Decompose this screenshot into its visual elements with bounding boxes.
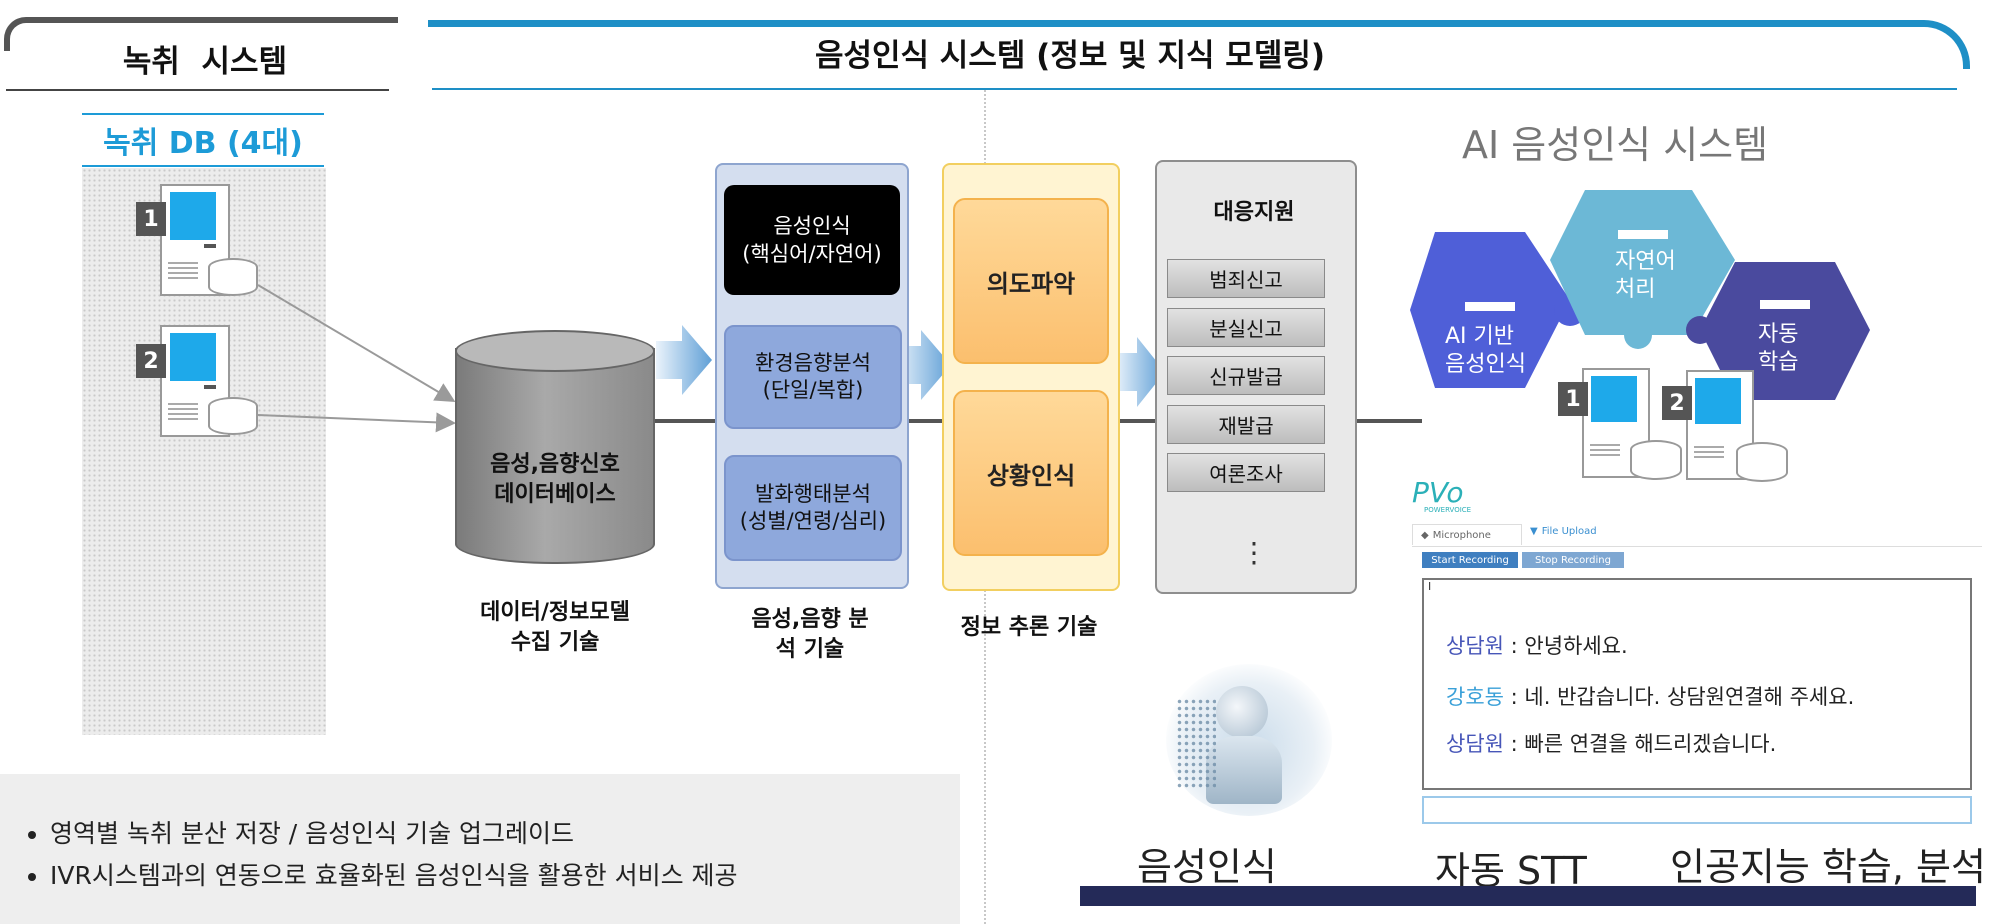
ai-puzzle-graphic	[1410, 190, 1870, 400]
ai-piece-nlp-line2: 처리	[1615, 277, 1656, 302]
stt-dialog-text-3: : 빠른 연결을 해드리겠습니다.	[1503, 732, 1777, 756]
stt-start-button[interactable]: Start Recording	[1422, 552, 1518, 568]
stt-tab-microphone[interactable]: ◆ Microphone	[1412, 524, 1522, 545]
response-title: 대응지원	[1213, 200, 1295, 226]
inference-caption: 정보 추론 기술	[960, 615, 1098, 641]
bottom-note-item-1: 영역별 녹취 분산 저장 / 음성인식 기술 업그레이드	[50, 814, 960, 850]
stt-logo-sub: POWERVOICE	[1424, 506, 1472, 514]
ai-piece-speech-line2: 음성인식	[1445, 352, 1526, 377]
stt-dialog-speaker-3: 상담원	[1446, 732, 1504, 756]
bottom-bar	[1080, 886, 1976, 906]
inference-box-context: 상황인식	[953, 390, 1109, 556]
recording-server-1-badge: 1	[136, 202, 166, 236]
response-item-survey: 여론조사	[1167, 453, 1325, 492]
analysis-caption-2: 석 기술	[775, 637, 845, 663]
inference-box-intent: 의도파악	[953, 198, 1109, 364]
right-header-title: 음성인식 시스템 (정보 및 지식 모델링)	[814, 37, 1326, 74]
bottom-note-list: 영역별 녹취 분산 저장 / 음성인식 기술 업그레이드 IVR시스템과의 연동…	[30, 814, 960, 892]
recording-server-1	[160, 184, 260, 296]
ai-piece-learning-line2: 학습	[1758, 350, 1799, 375]
analysis-box-behavior-line2: (성별/연령/심리)	[739, 509, 887, 533]
ai-server-2-badge: 2	[1662, 386, 1692, 420]
analysis-box-behavior-line1: 발화행태분석	[755, 481, 871, 506]
stt-dialog-line-2: 강호동 : 네. 반갑습니다. 상담원연결해 주세요.	[1446, 681, 1854, 711]
analysis-box-speech-line1: 음성인식	[773, 213, 851, 238]
bottom-note-item-2: IVR시스템과의 연동으로 효율화된 음성인식을 활용한 서비스 제공	[50, 856, 960, 892]
stt-stop-button[interactable]: Stop Recording	[1522, 552, 1624, 568]
stt-dialog-speaker-1: 상담원	[1446, 634, 1504, 658]
stt-tab-bar	[1412, 522, 1982, 547]
stt-dialog-line-3: 상담원 : 빠른 연결을 해드리겠습니다.	[1446, 728, 1776, 758]
upload-icon: ▼	[1530, 526, 1538, 537]
left-header-title: 녹취 시스템	[122, 43, 288, 80]
ai-server-1-badge: 1	[1558, 382, 1588, 416]
recording-db-title: 녹취 DB (4대)	[82, 113, 324, 167]
left-header-underline	[6, 89, 389, 91]
flow-arrow-2	[895, 330, 951, 400]
stt-dialog-speaker-2: 강호동	[1446, 685, 1504, 709]
left-header-bracket	[4, 17, 398, 51]
ai-piece-learning-line1: 자동	[1758, 322, 1799, 347]
voice-recognition-image	[1166, 664, 1332, 816]
ai-server-1	[1582, 368, 1682, 480]
database-caption-1: 데이터/정보모델	[480, 600, 630, 626]
analysis-box-acoustic-line1: 환경음향분석	[755, 350, 871, 375]
stt-cursor: I	[1428, 580, 1432, 593]
recording-server-2	[160, 325, 260, 437]
stt-input-field[interactable]	[1422, 796, 1972, 824]
ai-piece-nlp-line1: 자연어	[1615, 249, 1676, 274]
analysis-caption-1: 음성,음향 분	[751, 607, 869, 633]
ai-piece-speech-line1: AI 기반	[1445, 324, 1515, 349]
bottom-note-panel: 영역별 녹취 분산 저장 / 음성인식 기술 업그레이드 IVR시스템과의 연동…	[0, 774, 960, 924]
database-cylinder	[455, 330, 655, 580]
ai-server-2	[1686, 370, 1788, 482]
response-item-lost: 분실신고	[1167, 308, 1325, 347]
response-item-reissue: 재발급	[1167, 405, 1325, 444]
stt-dialog-line-1: 상담원 : 안녕하세요.	[1446, 630, 1628, 660]
stt-logo: PVo	[1412, 476, 1464, 509]
analysis-box-speech-line2: (핵심어/자연어)	[742, 242, 882, 266]
response-more-icon: ⋮	[1240, 535, 1268, 569]
analysis-box-acoustic: 환경음향분석 (단일/복합)	[724, 325, 902, 429]
stt-transcript-box	[1422, 578, 1972, 790]
stt-dialog-text-1: : 안녕하세요.	[1503, 634, 1628, 658]
response-item-new-issue: 신규발급	[1167, 356, 1325, 395]
stt-dialog-text-2: : 네. 반갑습니다. 상담원연결해 주세요.	[1503, 685, 1855, 709]
response-item-crime: 범죄신고	[1167, 259, 1325, 298]
stt-tab-microphone-label: Microphone	[1432, 529, 1491, 541]
analysis-box-behavior: 발화행태분석 (성별/연령/심리)	[724, 455, 902, 561]
stt-tab-file-upload[interactable]: ▼ File Upload	[1530, 526, 1597, 537]
database-caption-2: 수집 기술	[510, 630, 600, 656]
caption-auto-stt: 자동 STT	[1435, 849, 1587, 893]
flow-arrow-3	[1115, 337, 1165, 407]
flow-arrow-1	[656, 325, 712, 395]
recording-server-2-badge: 2	[136, 344, 166, 378]
stt-tab-file-upload-label: File Upload	[1541, 526, 1597, 537]
database-label-2: 데이터베이스	[494, 482, 616, 508]
caption-speech-recognition: 음성인식	[1137, 845, 1277, 889]
right-header-underline	[432, 88, 1957, 90]
caption-ai-learning: 인공지능 학습, 분석	[1670, 845, 1986, 889]
analysis-box-speech: 음성인식 (핵심어/자연어)	[724, 185, 900, 295]
microphone-icon: ◆	[1421, 529, 1429, 541]
database-label-1: 음성,음향신호	[490, 452, 620, 478]
analysis-box-acoustic-line2: (단일/복합)	[762, 378, 864, 402]
ai-system-title: AI 음성인식 시스템	[1462, 123, 1769, 167]
